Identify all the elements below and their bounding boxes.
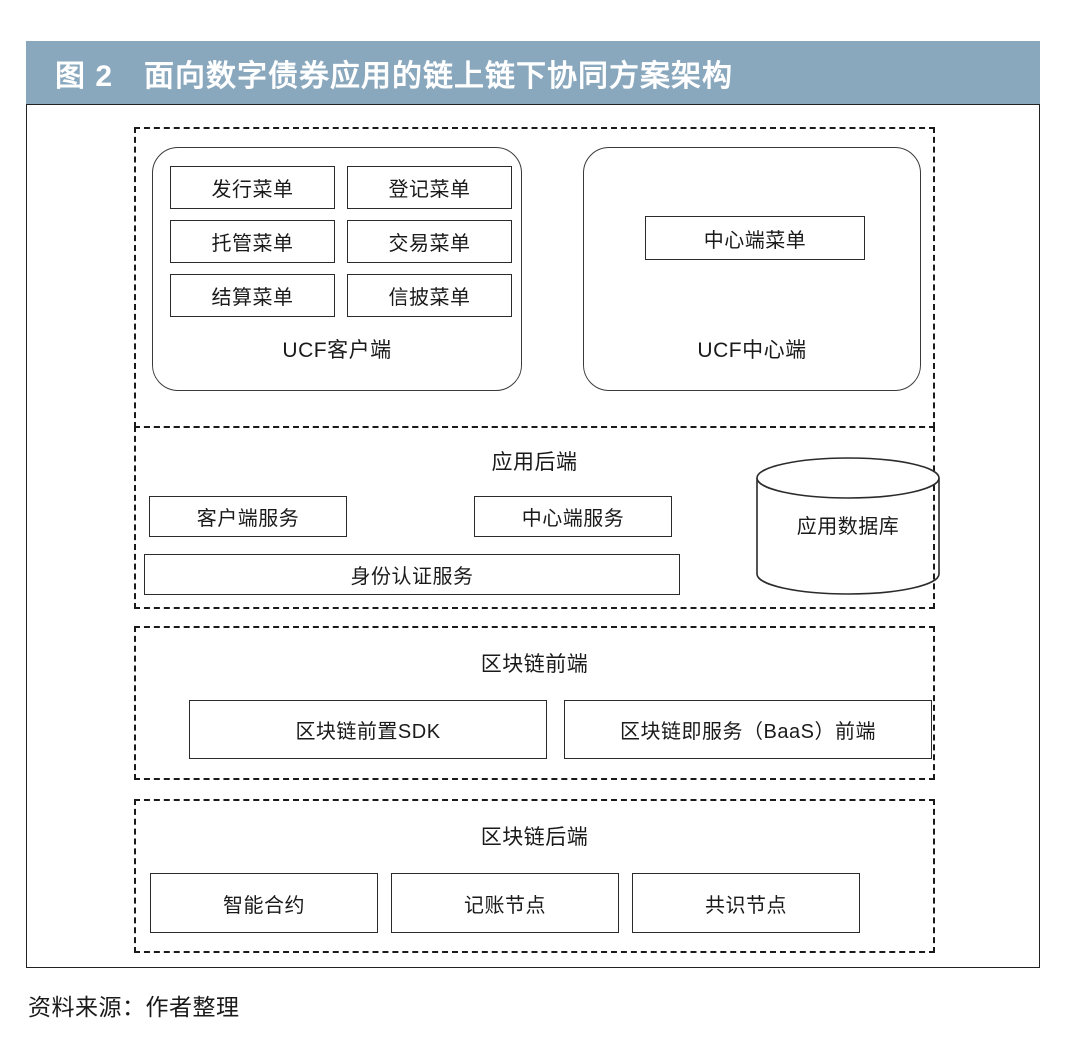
figure-title-bar: 图 2 面向数字债券应用的链上链下协同方案架构 [26, 41, 1040, 104]
component-box-blockchain-sdk[interactable]: 区块链前置SDK [189, 700, 547, 759]
database-icon [756, 457, 940, 595]
menu-box-issuance[interactable]: 发行菜单 [170, 166, 335, 209]
menu-box-center-console[interactable]: 中心端菜单 [645, 216, 865, 260]
layer-application-backend: 应用后端 客户端服务 中心端服务 身份认证服务 应用数据库 [134, 426, 940, 609]
menu-box-disclosure[interactable]: 信披菜单 [347, 274, 512, 317]
service-box-client[interactable]: 客户端服务 [149, 496, 347, 537]
menu-box-trading[interactable]: 交易菜单 [347, 220, 512, 263]
layer-title-application-backend: 应用后端 [491, 451, 578, 474]
component-box-consensus-node[interactable]: 共识节点 [632, 873, 860, 933]
layer-client-tier: 发行菜单 登记菜单 托管菜单 交易菜单 结算菜单 信披菜单 UCF客户端 中心端… [134, 127, 935, 428]
menu-box-settlement[interactable]: 结算菜单 [170, 274, 335, 317]
layer-blockchain-backend: 区块链后端 智能合约 记账节点 共识节点 [134, 799, 935, 953]
layer-title-blockchain-frontend: 区块链前端 [480, 653, 589, 676]
component-box-smart-contract[interactable]: 智能合约 [150, 873, 378, 933]
panel-ucf-center: 中心端菜单 UCF中心端 [583, 147, 921, 391]
source-note: 资料来源：作者整理 [28, 994, 240, 1020]
panel-label-ucf-client: UCF客户端 [282, 339, 392, 362]
menu-box-custody[interactable]: 托管菜单 [170, 220, 335, 263]
service-box-identity-auth[interactable]: 身份认证服务 [144, 554, 680, 595]
diagram-frame: 发行菜单 登记菜单 托管菜单 交易菜单 结算菜单 信披菜单 UCF客户端 中心端… [26, 104, 1040, 968]
service-box-center[interactable]: 中心端服务 [474, 496, 672, 537]
layer-blockchain-frontend: 区块链前端 区块链前置SDK 区块链即服务（BaaS）前端 [134, 626, 935, 780]
panel-ucf-client: 发行菜单 登记菜单 托管菜单 交易菜单 结算菜单 信披菜单 UCF客户端 [152, 147, 522, 391]
panel-label-ucf-center: UCF中心端 [697, 339, 807, 362]
component-box-baas-frontend[interactable]: 区块链即服务（BaaS）前端 [564, 700, 932, 759]
menu-box-registration[interactable]: 登记菜单 [347, 166, 512, 209]
database-cylinder[interactable]: 应用数据库 [755, 456, 941, 596]
layer-title-blockchain-backend: 区块链后端 [480, 826, 589, 849]
component-box-ledger-node[interactable]: 记账节点 [391, 873, 619, 933]
figure-title: 图 2 面向数字债券应用的链上链下协同方案架构 [55, 59, 734, 93]
